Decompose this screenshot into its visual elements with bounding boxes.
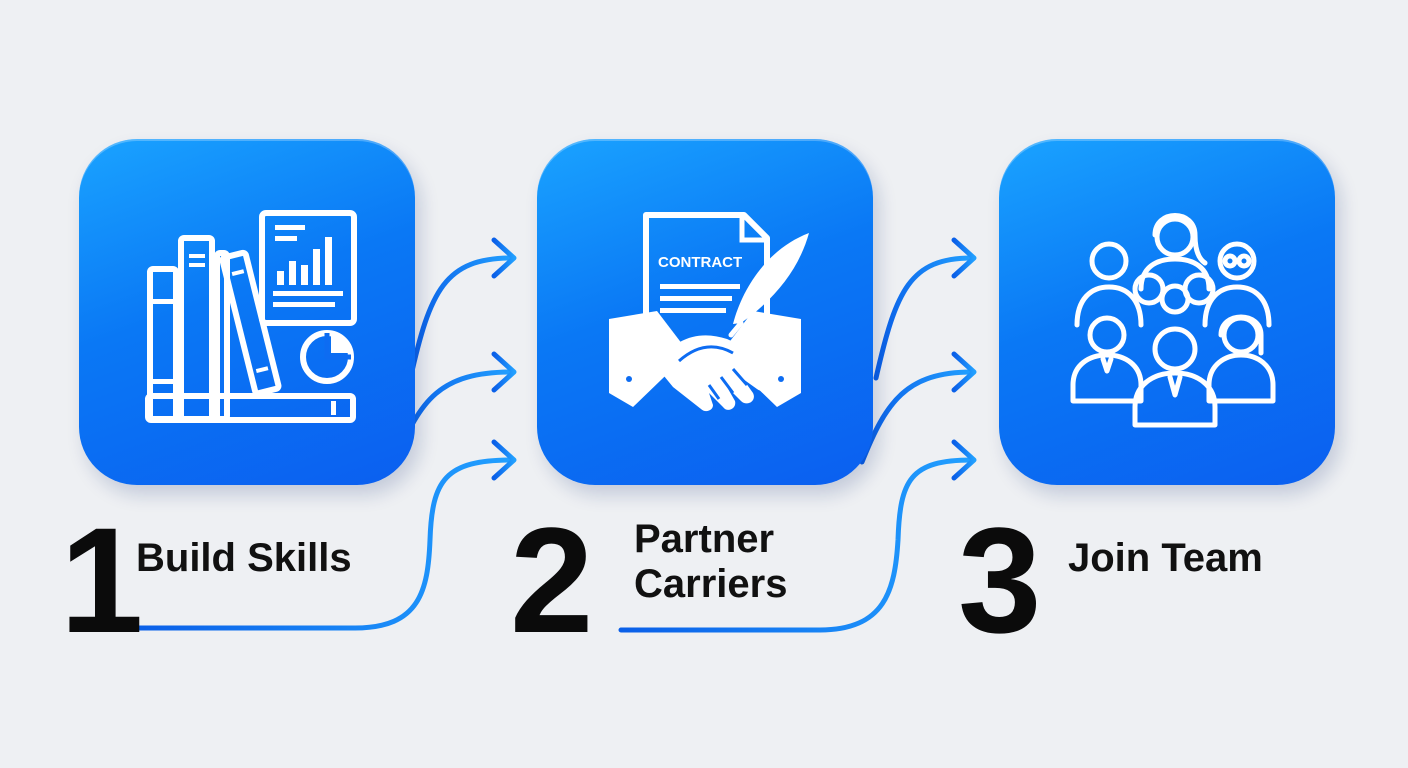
team-people-icon [1070, 213, 1276, 428]
contract-handshake-icon: CONTRACT [609, 212, 809, 412]
step-2-number: 2 [510, 496, 593, 664]
contract-label: CONTRACT [658, 254, 742, 271]
step-2-label-line-1: Partner [634, 517, 775, 561]
step-2-tile: CONTRACT [537, 139, 873, 485]
step-2-label-line-2: Carriers [634, 561, 788, 606]
arrow-1-top [407, 255, 515, 383]
arrow-2-mid [859, 369, 975, 465]
step-1-label: Build Skills [136, 536, 352, 581]
step-3-number: 3 [958, 496, 1041, 664]
step-3-label: Join Team [1068, 536, 1263, 581]
arrow-2-top [873, 255, 975, 381]
books-and-report-icon [145, 210, 357, 423]
step-2-label: Partner Carriers [634, 517, 787, 607]
step-3-label-line-1: Join Team [1068, 536, 1263, 580]
step-1-tile [79, 139, 415, 485]
step-1-number: 1 [60, 496, 143, 664]
step-1-label-line-1: Build Skills [136, 536, 352, 580]
step-3-tile [999, 139, 1335, 485]
